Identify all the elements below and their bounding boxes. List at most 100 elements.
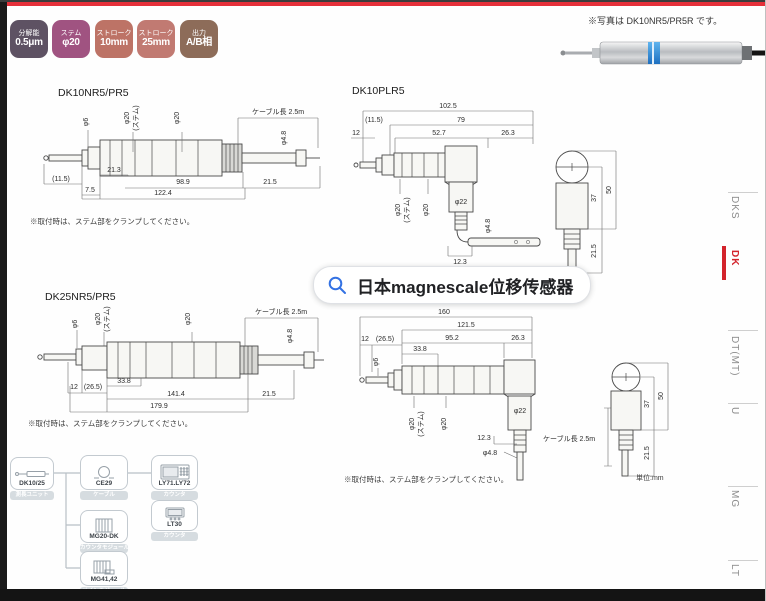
dim-label: 95.2 xyxy=(445,335,459,342)
dim-label: φ20 xyxy=(124,112,131,124)
cable-icon xyxy=(94,466,114,479)
module-icon xyxy=(93,560,115,575)
window-frame-top xyxy=(0,0,766,2)
search-input[interactable]: 日本magnescale位移传感器 xyxy=(313,266,591,304)
dim-label: 12.3 xyxy=(453,259,467,266)
sidebar-separator xyxy=(728,560,758,561)
window-frame-left xyxy=(0,0,7,601)
sidebar-separator xyxy=(728,486,758,487)
spec-badge-stem: ステム φ20 xyxy=(52,20,90,58)
dim-label: ケーブル長 2.5m xyxy=(252,107,304,116)
dim-label: φ6 xyxy=(373,358,380,367)
tab-dk[interactable]: DK xyxy=(729,250,740,267)
node-category: 測長ユニット xyxy=(10,491,54,500)
dim-label: 122.4 xyxy=(154,190,172,197)
diagram-node-ce29: CE29 ケーブル xyxy=(80,455,128,500)
node-label: LY71.LY72 xyxy=(158,480,191,488)
dim-label: (26.5) xyxy=(376,336,394,343)
dim-label: 160 xyxy=(438,309,450,316)
dim-label: 37 xyxy=(644,400,651,408)
diagram-node-dk10-25: DK10/25 測長ユニット xyxy=(10,457,54,500)
node-label: MG20-DK xyxy=(89,533,119,541)
dim-label: φ6 xyxy=(83,118,90,127)
node-category: ケーブル xyxy=(80,491,128,500)
badge-line2: A/B相 xyxy=(185,37,213,49)
dim-label: 50 xyxy=(658,392,665,400)
sidebar-separator xyxy=(728,192,758,193)
dim-label: ケーブル長 2.5m xyxy=(255,307,307,316)
node-category: カウンタ xyxy=(151,532,198,541)
node-category: カウンタモジュール xyxy=(80,544,128,553)
node-category: カウンタ xyxy=(151,491,198,500)
dim-label: φ4.8 xyxy=(281,131,288,145)
diagram-node-lt30: LT30 カウンタ xyxy=(151,500,198,541)
drawing-title: DK10NR5/PR5 xyxy=(58,87,129,99)
sidebar-separator xyxy=(728,403,758,404)
dim-label: φ4.8 xyxy=(485,219,492,233)
dim-label: φ20 xyxy=(423,204,430,216)
dim-label: 102.5 xyxy=(439,103,457,110)
spec-badge-stroke10: ストローク 10mm xyxy=(95,20,133,58)
node-label: LT30 xyxy=(167,521,182,529)
tab-mg[interactable]: MG xyxy=(729,490,740,509)
badge-line2: 0.5μm xyxy=(15,37,43,49)
dk25nr5-pr5-drawing: DK25NR5/PR5 ケーブル長 2.5m φ4.8 φ6 φ20 (ステム)… xyxy=(28,291,324,428)
photo-note: ※写真は DK10NR5/PR5R です。 xyxy=(588,16,723,26)
dim-label: (11.5) xyxy=(52,176,70,183)
dim-label: 141.4 xyxy=(167,391,185,398)
dk10nr5-pr5-drawing: DK10NR5/PR5 ケーブル長 2.5m φ4.8 φ6 φ20 (ステム)… xyxy=(30,87,321,226)
dim-label: φ22 xyxy=(455,199,467,206)
active-tab-indicator xyxy=(722,246,726,280)
dim-label: 33.8 xyxy=(413,346,427,353)
dim-label: (ステム) xyxy=(403,197,411,222)
dim-label: φ20 xyxy=(174,112,181,124)
dim-label: (ステム) xyxy=(417,411,425,436)
dim-label: 179.9 xyxy=(150,403,168,410)
sidebar-separator xyxy=(728,330,758,331)
dim-label: φ22 xyxy=(514,408,526,415)
dim-label: 121.5 xyxy=(457,322,475,329)
diagram-node-mg20-dk: MG20-DK カウンタモジュール xyxy=(80,510,128,553)
spec-badge-stroke25: ストローク 25mm xyxy=(137,20,175,58)
dim-label: 26.3 xyxy=(501,130,515,137)
drawing-title: DK25NR5/PR5 xyxy=(45,291,116,303)
badge-line2: 10mm xyxy=(100,37,128,49)
dk25plr5-drawing: 160 121.5 95.2 26.3 33.8 12 (26.5) φ6 φ2… xyxy=(344,309,669,484)
dim-label: φ20 xyxy=(441,418,448,430)
clamp-note: ※取付時は、ステム部をクランプしてください。 xyxy=(30,216,194,226)
dim-label: φ20 xyxy=(409,418,416,430)
diagram-connectors xyxy=(54,472,151,569)
tab-u[interactable]: U xyxy=(729,407,740,416)
diagram-node-ly71-ly72: LY71.LY72 カウンタ xyxy=(151,455,198,500)
dim-label: 21.5 xyxy=(644,446,651,460)
dim-label: 26.3 xyxy=(511,335,525,342)
dim-label: 21.3 xyxy=(107,167,121,174)
dim-label: (ステム) xyxy=(103,306,111,331)
dim-label: 12 xyxy=(352,130,360,137)
dim-label: 52.7 xyxy=(432,130,446,137)
badge-line1: 出力 xyxy=(192,29,206,37)
dim-label: 7.5 xyxy=(85,187,95,194)
badge-line2: φ20 xyxy=(62,37,80,49)
badge-line1: 分解能 xyxy=(18,29,40,37)
spec-badge-resolution: 分解能 0.5μm xyxy=(10,20,48,58)
dim-label: 12.3 xyxy=(477,435,491,442)
search-icon xyxy=(328,276,346,294)
dim-label: ケーブル長 2.5m xyxy=(543,434,595,443)
tab-dks[interactable]: DKS xyxy=(729,196,740,220)
drawing-title: DK10PLR5 xyxy=(352,85,405,97)
node-label: DK10/25 xyxy=(19,480,45,488)
display-icon xyxy=(165,507,184,521)
dim-label: 37 xyxy=(591,194,598,202)
window-frame-bottom xyxy=(0,589,766,601)
spec-badge-output: 出力 A/B相 xyxy=(180,20,218,58)
dim-label: φ4.8 xyxy=(483,450,497,457)
dim-label: φ4.8 xyxy=(287,329,294,343)
dim-label: 12 xyxy=(70,384,78,391)
tab-dt-mt[interactable]: DT(MT) xyxy=(729,336,740,377)
tab-lt[interactable]: LT xyxy=(729,564,740,577)
dim-label: 98.9 xyxy=(176,179,190,186)
badge-line1: ストローク xyxy=(138,29,174,37)
dim-label: (ステム) xyxy=(132,105,140,130)
